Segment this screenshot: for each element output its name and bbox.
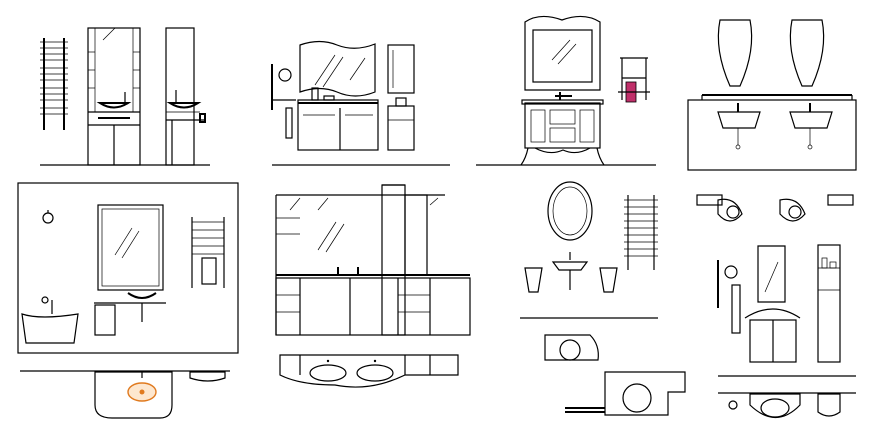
round-basin [744,308,801,319]
towel-radiator-icon [191,217,225,288]
towel-rack-icon [618,57,650,103]
shower-head-icon [42,212,54,224]
round-top-mirror [757,245,786,303]
wave-mirror [299,40,376,97]
long-counter-vanity [275,184,471,336]
washbasin [127,292,157,299]
double-basin-plan [279,354,459,388]
towel-radiator-icon [40,38,68,130]
wall-outline [17,182,239,354]
double-vase-mirror-vanity [687,19,857,171]
corner-basin-plan [544,334,686,416]
vase-mirror-right [789,19,825,87]
basin-right-plan [356,364,394,382]
counter-plan [279,354,459,388]
bathtub [21,313,79,344]
wall-clock-icon [278,68,292,82]
round-basin-plan [559,339,581,361]
single-basin-plan [20,370,856,419]
vase-mirror-left [717,19,753,87]
bathroom-wall-elevation [17,182,239,354]
cabinet-side [165,27,195,166]
towel-radiator-icon [624,195,658,270]
wall-sconce-right [599,267,618,293]
vessel-basin-icon [96,102,132,109]
wave-mirror-vanity [271,40,450,166]
ornate-mirror-frame [524,15,601,91]
tall-column [381,184,406,336]
basin [551,261,589,271]
counter-plan-right [749,393,801,419]
wall-sconce-left [524,267,543,293]
counter-plan-left [94,371,173,419]
round-mirror-washbasin [696,194,856,377]
basin-right [789,111,833,129]
counter-cabinet [275,277,471,336]
corner-counter [604,371,686,416]
wall-cabinet [94,304,116,336]
wall-clock-icon [724,265,738,279]
vanity-cabinet [297,99,379,151]
corner-basin [622,383,652,413]
side-mirror [387,44,415,94]
tall-cabinet-elevation [40,27,210,166]
classic-mirror-vanity [476,15,656,166]
classic-cabinet [524,102,601,149]
wall-mirror [97,204,164,291]
side-cabinet [387,105,415,151]
tall-shelf [817,244,841,363]
oval-mirror-washbasin [520,181,658,319]
oval-mirror [547,181,593,241]
basin-left [717,111,761,129]
basin-left-plan [309,364,347,382]
vanity-frame [687,99,857,171]
